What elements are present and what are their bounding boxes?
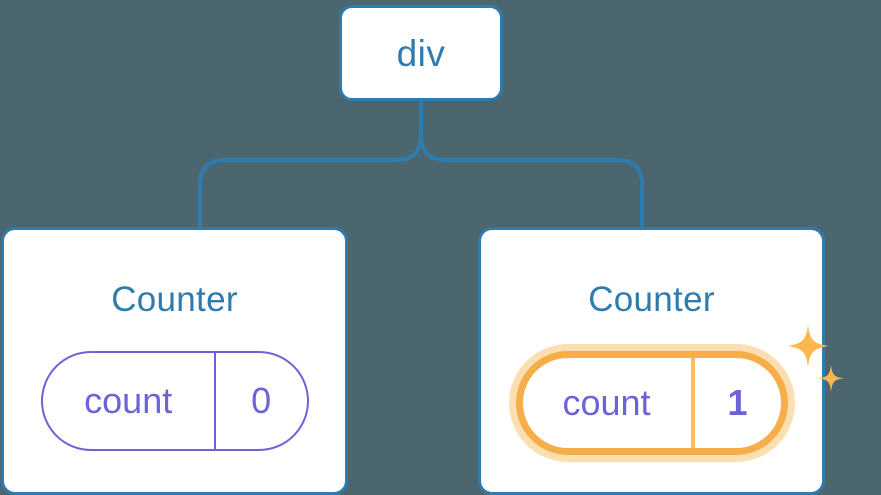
state-pill-right-key: count [562, 382, 651, 423]
connector-right-branch [419, 99, 644, 231]
sparkle-large-icon [787, 325, 828, 367]
state-pill-left-key-cell: count [43, 353, 216, 449]
state-pill-right[interactable]: count 1 [515, 351, 788, 455]
connector-left-branch [198, 99, 423, 231]
node-counter-right-title: Counter [588, 280, 715, 319]
sparkle-small-icon [817, 365, 844, 392]
state-pill-left-wrap: count 0 [40, 351, 309, 451]
state-pill-left-value-cell: 0 [216, 353, 307, 449]
state-pill-right-value-cell: 1 [695, 358, 781, 448]
state-pill-right-wrap: count 1 [515, 325, 844, 455]
state-pill-right-value: 1 [727, 382, 748, 423]
node-div-label: div [396, 32, 446, 74]
sparkles-group [787, 325, 844, 392]
state-pill-left-key: count [84, 380, 173, 421]
node-counter-left-title: Counter [111, 280, 238, 319]
state-pill-right-key-cell: count [523, 358, 695, 448]
state-pill-left-value: 0 [251, 380, 272, 421]
node-div[interactable]: div [339, 5, 503, 101]
node-counter-right[interactable]: Counter count 1 [478, 227, 844, 495]
node-counter-left[interactable]: Counter count 0 [1, 227, 348, 495]
state-pill-left[interactable]: count 0 [40, 351, 309, 451]
